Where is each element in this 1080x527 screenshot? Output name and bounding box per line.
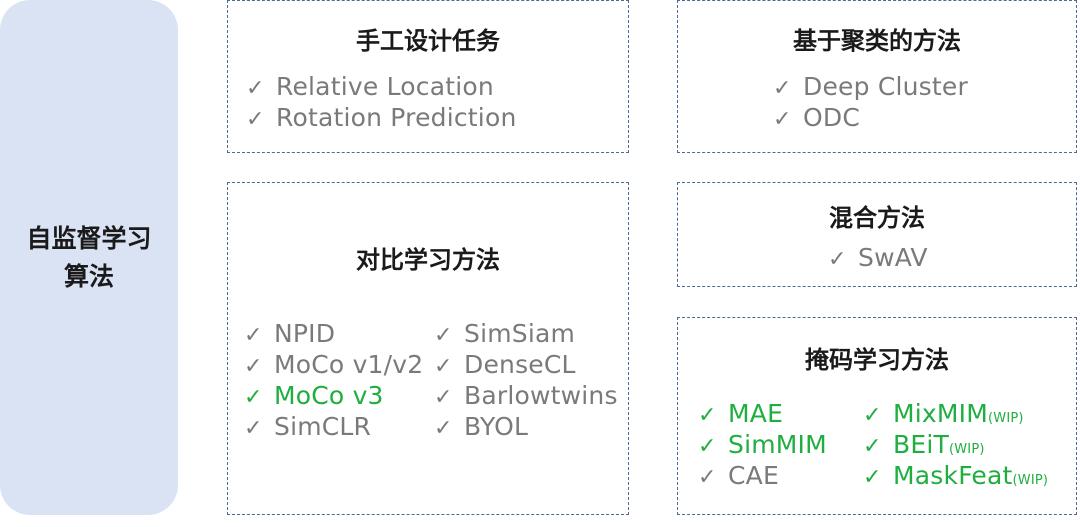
check-icon: ✓ <box>863 403 882 428</box>
handcrafted-title: 手工设计任务 <box>356 27 500 55</box>
check-icon: ✓ <box>863 434 882 459</box>
list-item: ✓MoCo v1/v2 <box>244 350 424 379</box>
wip-tag: (WIP) <box>1012 473 1049 488</box>
masked-title: 掩码学习方法 <box>805 346 949 374</box>
list-item-highlighted: ✓MoCo v3 <box>244 381 384 410</box>
list-item: ✓SwAV <box>828 243 928 272</box>
list-item-highlighted: ✓SimMIM <box>698 430 827 459</box>
category-title: 自监督学习 算法 <box>26 223 152 291</box>
check-icon: ✓ <box>434 416 453 441</box>
wip-tag: (WIP) <box>948 442 985 457</box>
check-icon: ✓ <box>246 107 265 132</box>
list-item-highlighted: ✓MAE <box>698 399 784 428</box>
check-icon: ✓ <box>244 354 263 379</box>
list-item: ✓BYOL <box>434 412 529 441</box>
list-item: ✓Barlowtwins <box>434 381 618 410</box>
list-item: ✓CAE <box>698 461 779 490</box>
check-icon: ✓ <box>244 416 263 441</box>
list-item-highlighted: ✓MaskFeat(WIP) <box>863 461 1049 490</box>
check-icon: ✓ <box>434 323 453 348</box>
check-icon: ✓ <box>244 385 263 410</box>
hybrid-box: 混合方法 ✓SwAV <box>677 182 1077 287</box>
contrastive-title: 对比学习方法 <box>356 246 500 274</box>
list-item-highlighted: ✓BEiT(WIP) <box>863 430 985 459</box>
list-item: ✓NPID <box>244 319 336 348</box>
check-icon: ✓ <box>244 323 263 348</box>
check-icon: ✓ <box>434 385 453 410</box>
list-item: ✓DenseCL <box>434 350 576 379</box>
check-icon: ✓ <box>828 247 847 272</box>
check-icon: ✓ <box>773 107 792 132</box>
contrastive-box: 对比学习方法 ✓NPID ✓MoCo v1/v2 ✓MoCo v3 ✓SimCL… <box>227 182 629 515</box>
check-icon: ✓ <box>246 76 265 101</box>
handcrafted-box: 手工设计任务 ✓Relative Location ✓Rotation Pred… <box>227 0 629 153</box>
list-item: ✓Rotation Prediction <box>246 103 517 132</box>
check-icon: ✓ <box>863 465 882 490</box>
check-icon: ✓ <box>434 354 453 379</box>
check-icon: ✓ <box>698 403 717 428</box>
check-icon: ✓ <box>698 434 717 459</box>
clustering-box: 基于聚类的方法 ✓Deep Cluster ✓ODC <box>677 0 1077 153</box>
check-icon: ✓ <box>773 76 792 101</box>
clustering-title: 基于聚类的方法 <box>793 27 961 55</box>
list-item: ✓Relative Location <box>246 72 494 101</box>
list-item: ✓SimCLR <box>244 412 372 441</box>
list-item: ✓ODC <box>773 103 860 132</box>
check-icon: ✓ <box>698 465 717 490</box>
list-item-highlighted: ✓MixMIM(WIP) <box>863 399 1024 428</box>
wip-tag: (WIP) <box>988 411 1024 426</box>
category-panel: 自监督学习 算法 <box>0 0 178 515</box>
list-item: ✓Deep Cluster <box>773 72 968 101</box>
hybrid-title: 混合方法 <box>829 204 925 232</box>
list-item: ✓SimSiam <box>434 319 576 348</box>
masked-box: 掩码学习方法 ✓MAE ✓SimMIM ✓CAE ✓MixMIM(WIP) ✓B… <box>677 317 1077 515</box>
